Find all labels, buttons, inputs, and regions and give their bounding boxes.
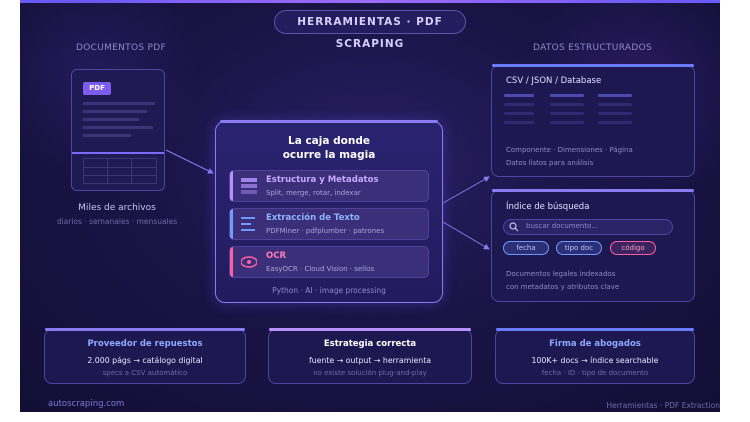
eye-icon	[241, 256, 257, 268]
search-icon	[509, 222, 519, 232]
arrow-box-to-csv	[442, 176, 490, 204]
card-heading: Firma de abogados	[549, 339, 641, 349]
step-desc: Split, merge, rotar, indexar	[266, 189, 361, 197]
card-strategy: Estrategia correcta fuente → output → he…	[268, 328, 472, 384]
magic-box-title-line2: ocurre la magia	[282, 149, 376, 161]
card-main: 100K+ docs → índice searchable	[531, 356, 659, 365]
footer-caption: Herramientas · PDF Extraction	[606, 401, 720, 410]
step-text-extraction: Extracción de Texto PDFMiner · pdfplumbe…	[229, 208, 429, 240]
flow-arrows	[165, 149, 490, 250]
left-caption: Miles de archivos	[78, 203, 156, 213]
left-subcaption: diarios · semanales · mensuales	[56, 217, 178, 226]
tag-codigo[interactable]: código	[610, 241, 656, 255]
step-accent	[230, 171, 233, 201]
csv-panel-line2: Datos listos para análisis	[506, 159, 594, 167]
magic-box-title: La caja donde ocurre la magia	[216, 134, 442, 162]
canvas: HERRAMIENTAS · PDF SCRAPING DOCUMENTOS P…	[20, 0, 720, 412]
card-accent	[45, 328, 245, 331]
card-heading: Proveedor de repuestos	[87, 339, 203, 349]
card-law-firm: Firma de abogados 100K+ docs → índice se…	[495, 328, 695, 384]
magic-box: La caja donde ocurre la magia Estructura…	[215, 120, 443, 303]
step-ocr: OCR EasyOCR · Cloud Vision · sellos	[229, 246, 429, 278]
search-panel-accent	[492, 189, 694, 192]
pdf-badge: PDF	[83, 82, 111, 95]
doc-line	[83, 126, 153, 129]
card-sub: specs a CSV automático	[102, 369, 188, 377]
card-heading: Estrategia correcta	[323, 339, 417, 349]
step-accent	[230, 247, 233, 277]
step-desc: PDFMiner · pdfplumber · patrones	[266, 227, 385, 235]
lines-icon	[241, 217, 255, 231]
search-placeholder: buscar documento...	[526, 222, 598, 230]
card-sub: fecha · ID · tipo de documento	[541, 369, 649, 377]
header-title: HERRAMIENTAS · PDF SCRAPING	[274, 10, 466, 50]
doc-separator	[72, 152, 164, 154]
doc-table	[83, 158, 157, 184]
footer-website-link[interactable]: autoscraping.com	[48, 399, 125, 409]
card-main: 2.000 págs → catálogo digital	[87, 356, 203, 365]
card-accent	[269, 328, 471, 331]
card-parts-supplier: Proveedor de repuestos 2.000 págs → catá…	[44, 328, 246, 384]
magic-box-accent	[220, 120, 438, 123]
right-section-title: DATOS ESTRUCTURADOS	[533, 43, 652, 53]
pdf-document-icon: PDF	[71, 69, 165, 191]
card-accent	[496, 328, 694, 331]
search-panel-line1: Documentos legales indexados	[506, 270, 616, 278]
arrow-doc-to-box	[165, 149, 214, 174]
step-title: OCR	[266, 251, 287, 261]
step-title: Estructura y Metadatos	[266, 175, 379, 185]
doc-line	[83, 102, 155, 105]
doc-line	[83, 110, 147, 113]
doc-line	[83, 134, 131, 137]
step-title: Extracción de Texto	[266, 213, 360, 223]
step-accent	[230, 209, 233, 239]
top-accent-bar	[20, 0, 720, 3]
csv-panel-line1: Componente · Dimensiones · Página	[506, 146, 633, 154]
step-structure: Estructura y Metadatos Split, merge, rot…	[229, 170, 429, 202]
search-panel-line2: con metadatos y atributos clave	[506, 283, 620, 291]
card-main: fuente → output → herramienta	[308, 356, 432, 365]
csv-panel-title: CSV / JSON / Database	[506, 76, 602, 86]
doc-line	[83, 118, 139, 121]
left-section-title: DOCUMENTOS PDF	[76, 43, 166, 53]
magic-box-footer: Python · AI · image processing	[272, 286, 386, 295]
csv-panel: CSV / JSON / Database Componente · Dimen…	[491, 64, 695, 177]
tag-tipo-doc[interactable]: tipo doc	[556, 241, 602, 255]
csv-panel-accent	[492, 64, 694, 67]
step-desc: EasyOCR · Cloud Vision · sellos	[266, 265, 374, 273]
search-input[interactable]: buscar documento...	[503, 219, 673, 235]
search-panel-title: Índice de búsqueda	[506, 202, 590, 212]
arrow-box-to-index	[442, 221, 490, 250]
tag-fecha[interactable]: fecha	[503, 241, 549, 255]
card-sub: no existe solución plug-and-play	[313, 369, 427, 377]
search-index-panel: Índice de búsqueda buscar documento... f…	[491, 189, 695, 302]
magic-box-title-line1: La caja donde	[288, 135, 370, 147]
layers-icon	[241, 178, 257, 194]
